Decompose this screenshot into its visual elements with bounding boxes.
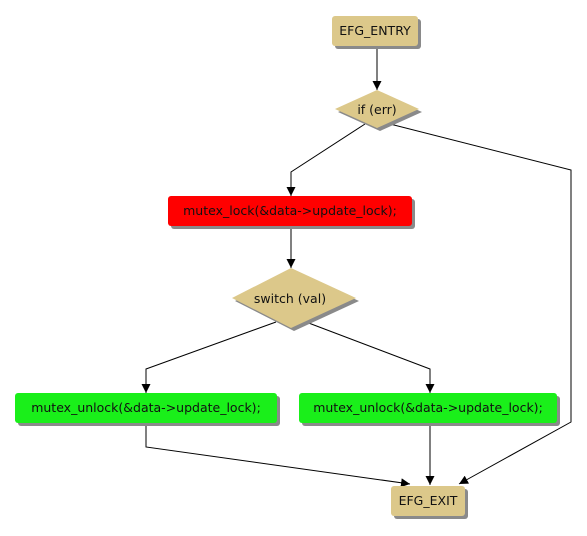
node-unlock-left-label: mutex_unlock(&data->update_lock); <box>31 400 261 415</box>
node-if-err-label: if (err) <box>357 102 396 117</box>
node-mutex-lock-box <box>168 196 412 226</box>
node-efg-exit-box <box>391 486 465 516</box>
node-efg-entry[interactable]: EFG_ENTRY <box>332 16 421 49</box>
node-if-err-diamond <box>335 90 419 128</box>
node-efg-exit-label: EFG_EXIT <box>399 493 458 508</box>
node-unlock-left[interactable]: mutex_unlock(&data->update_lock); <box>15 393 280 426</box>
node-efg-entry-box <box>332 16 418 46</box>
node-unlock-right[interactable]: mutex_unlock(&data->update_lock); <box>299 393 560 426</box>
node-switch-val-label: switch (val) <box>254 291 326 306</box>
node-efg-entry-label: EFG_ENTRY <box>339 23 411 38</box>
edges <box>141 46 572 488</box>
node-switch-val[interactable]: switch (val) <box>232 268 359 331</box>
node-mutex-lock[interactable]: mutex_lock(&data->update_lock); <box>168 196 415 229</box>
node-unlock-left-box <box>15 393 277 423</box>
node-efg-exit[interactable]: EFG_EXIT <box>391 486 468 519</box>
node-mutex-lock-label: mutex_lock(&data->update_lock); <box>183 203 397 218</box>
node-unlock-right-box <box>299 393 557 423</box>
node-switch-val-diamond <box>232 268 356 328</box>
edge-unlock-left-to-exit <box>145 424 411 488</box>
edge-switch-val-to-unlock-left <box>141 321 277 393</box>
node-unlock-right-label: mutex_unlock(&data->update_lock); <box>313 400 543 415</box>
edge-if-err-to-mutex-lock <box>286 123 366 196</box>
edge-if-err-to-exit <box>389 123 572 485</box>
edge-switch-val-to-unlock-right <box>305 321 435 393</box>
node-if-err[interactable]: if (err) <box>335 90 422 131</box>
